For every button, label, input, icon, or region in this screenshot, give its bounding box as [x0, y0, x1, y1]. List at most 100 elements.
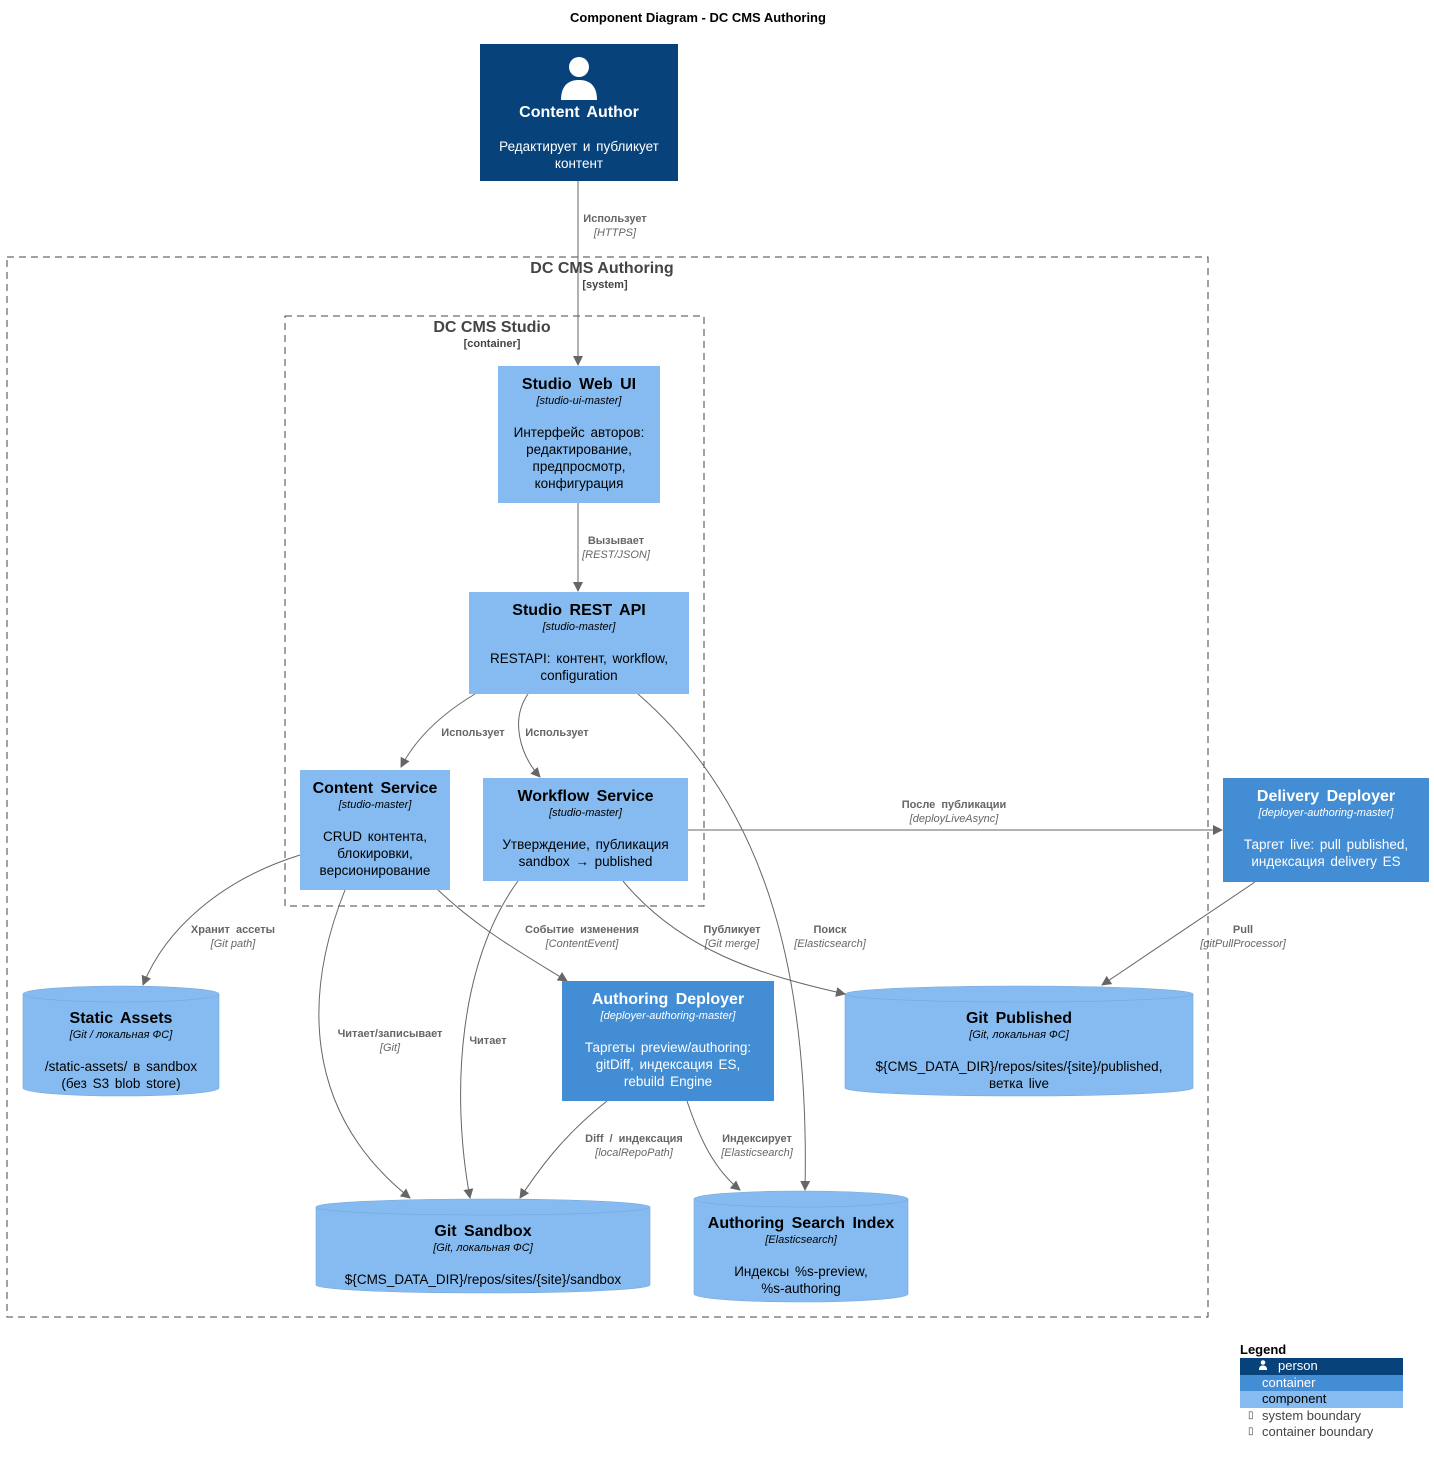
delivery-deployer-desc: Таргет live: pull published, индексация … [1223, 836, 1429, 870]
content-service-desc-line: CRUD контента, [322, 829, 428, 844]
authoring-deployer-desc: Таргеты preview/authoring: gitDiff, инде… [562, 1039, 774, 1090]
edge-label-rest-search: Поиск [Elasticsearch] [780, 923, 880, 951]
content-author-desc-line: контент [554, 156, 604, 171]
static-assets-desc-line: (без S3 blob store) [61, 1076, 181, 1091]
edge-rest-workflow [518, 693, 541, 778]
workflow-service-name: Workflow Service [517, 788, 654, 805]
edge-label-tech: [localRepoPath] [595, 1147, 673, 1159]
edge-label-text: Событие изменения [525, 924, 639, 936]
git-published-desc: ${CMS_DATA_DIR}/repos/sites/{site}/publi… [845, 1058, 1193, 1092]
workflow-service-node[interactable]: Workflow Service [studio-master] Утвержд… [483, 778, 688, 881]
legend-item-system-boundary: ▯ system boundary [1240, 1408, 1403, 1425]
git-published-tech: [Git, локальная ФС] [969, 1029, 1069, 1041]
content-author-desc: Редактирует и публикует контент [480, 138, 678, 172]
studio-rest-api-node[interactable]: Studio REST API [studio-master] RESTAPI:… [469, 592, 689, 694]
authoring-deployer-desc-line: Таргеты preview/authoring: [584, 1040, 752, 1055]
git-sandbox-db-shape [315, 1198, 651, 1294]
static-assets-node[interactable]: Static Assets [Git / локальная ФС] /stat… [23, 1000, 219, 1096]
search-index-desc: Индексы %s-preview, %s-authoring [694, 1263, 908, 1297]
container-boundary-type: [container] [463, 338, 521, 350]
edge-label-tech: [gitPullProcessor] [1200, 938, 1286, 950]
edge-label-tech: [Git] [379, 1042, 401, 1054]
studio-rest-api-name: Studio REST API [512, 602, 646, 619]
edge-label-text: Поиск [813, 924, 847, 936]
studio-web-ui-name: Studio Web UI [521, 376, 637, 393]
edge-label-authdeployer-sandbox: Diff / индексация [localRepoPath] [564, 1132, 704, 1160]
edge-label-text: Публикует [703, 924, 761, 936]
git-sandbox-node[interactable]: Git Sandbox [Git, локальная ФС] ${CMS_DA… [316, 1213, 650, 1293]
container-boundary [284, 315, 705, 907]
git-published-name: Git Published [965, 1010, 1073, 1027]
legend-title: Legend [1240, 1342, 1287, 1357]
static-assets-desc: /static-assets/ в sandbox (без S3 blob s… [23, 1058, 219, 1092]
workflow-service-tech: [studio-master] [549, 807, 622, 819]
studio-web-ui-tech: [studio-ui-master] [536, 395, 622, 407]
git-published-node[interactable]: Git Published [Git, локальная ФС] ${CMS_… [845, 1000, 1193, 1096]
studio-rest-api-desc: RESTAPI: контент, workflow, configuratio… [469, 650, 689, 684]
person-icon [1258, 1358, 1268, 1375]
edge-label-author-webui: Использует [HTTPS] [555, 212, 675, 240]
edge-label-workflow-sandbox: Читает [448, 1034, 528, 1048]
content-author-desc-line: Редактирует и публикует [499, 139, 659, 154]
content-author-node[interactable]: Content Author Редактирует и публикует к… [480, 44, 678, 181]
authoring-deployer-tech: [deployer-authoring-master] [600, 1010, 736, 1022]
git-sandbox-desc-line: ${CMS_DATA_DIR}/repos/sites/{site}/sandb… [344, 1272, 622, 1287]
container-boundary-title: DC CMS Studio [433, 319, 551, 336]
git-published-desc-line: ${CMS_DATA_DIR}/repos/sites/{site}/publi… [875, 1059, 1163, 1074]
search-index-node[interactable]: Authoring Search Index [Elasticsearch] И… [694, 1205, 908, 1302]
edge-label-text: Использует [441, 727, 505, 739]
delivery-deployer-desc-line: индексация delivery ES [1251, 854, 1401, 869]
static-assets-tech: [Git / локальная ФС] [69, 1029, 173, 1041]
edge-label-text: Diff / индексация [585, 1133, 683, 1145]
legend-item-container-boundary: ▯ container boundary [1240, 1424, 1403, 1441]
content-service-name: Content Service [312, 780, 438, 797]
boundary-glyph-icon: ▯ [1248, 1409, 1254, 1421]
studio-web-ui-desc-line: редактирование, [526, 442, 632, 457]
authoring-deployer-name: Authoring Deployer [591, 991, 745, 1008]
git-sandbox-desc: ${CMS_DATA_DIR}/repos/sites/{site}/sandb… [316, 1271, 650, 1288]
studio-web-ui-node[interactable]: Studio Web UI [studio-ui-master] Интерфе… [498, 366, 660, 503]
edge-label-text: Читает [469, 1035, 507, 1047]
git-published-desc-line: ветка live [989, 1076, 1049, 1091]
static-assets-desc-line: /static-assets/ в sandbox [44, 1059, 198, 1074]
edge-label-text: Индексирует [722, 1133, 792, 1145]
person-icon [480, 56, 678, 100]
edge-label-tech: [Elasticsearch] [794, 938, 866, 950]
edge-label-tech: [Git merge] [704, 938, 760, 950]
edge-label-tech: [HTTPS] [593, 227, 637, 239]
boundary-glyph-icon: ▯ [1248, 1426, 1254, 1437]
delivery-deployer-desc-line: Таргет live: pull published, [1243, 837, 1409, 852]
edge-label-tech: [REST/JSON] [582, 549, 650, 561]
edge-rest-content [400, 693, 476, 768]
edge-workflow-gitpub [622, 880, 846, 997]
git-sandbox-name: Git Sandbox [434, 1223, 532, 1240]
system-boundary-title: DC CMS Authoring [530, 260, 674, 277]
edge-label-text: Вызывает [587, 535, 645, 547]
authoring-deployer-node[interactable]: Authoring Deployer [deployer-authoring-m… [562, 981, 774, 1101]
edge-label-text: Использует [525, 727, 589, 739]
edge-label-tech: [deployLiveAsync] [909, 813, 999, 825]
legend-item-label: container [1262, 1374, 1316, 1390]
edge-label-content-static: Хранит ассеты [Git path] [173, 923, 293, 951]
edge-label-content-authdeployer: Событие изменения [ContentEvent] [507, 923, 657, 951]
search-index-desc-line: Индексы %s-preview, [734, 1264, 868, 1279]
edge-label-text: После публикации [901, 799, 1007, 811]
edge-label-webui-rest: Вызывает [REST/JSON] [556, 534, 676, 562]
studio-rest-api-desc-line: RESTAPI: контент, workflow, [490, 651, 668, 666]
search-index-name: Authoring Search Index [707, 1215, 895, 1232]
legend-item-person: person [1240, 1358, 1403, 1375]
search-index-tech: [Elasticsearch] [765, 1234, 837, 1246]
edge-label-text: Pull [1232, 924, 1254, 936]
legend-item-label: container boundary [1262, 1424, 1374, 1439]
delivery-deployer-node[interactable]: Delivery Deployer [deployer-authoring-ma… [1223, 778, 1429, 882]
edge-authdeployer-sandbox [519, 1100, 608, 1199]
edge-authdeployer-search [686, 1100, 741, 1191]
authoring-deployer-desc-line: rebuild Engine [623, 1074, 713, 1089]
workflow-service-desc: Утверждение, публикация sandbox → publis… [483, 836, 688, 870]
legend-item-label: component [1262, 1391, 1327, 1406]
content-author-name: Content Author [519, 104, 639, 121]
content-service-node[interactable]: Content Service [studio-master] CRUD кон… [300, 770, 450, 890]
edge-workflow-sandbox [460, 880, 519, 1199]
edge-delivery-gitpub [1101, 881, 1256, 986]
